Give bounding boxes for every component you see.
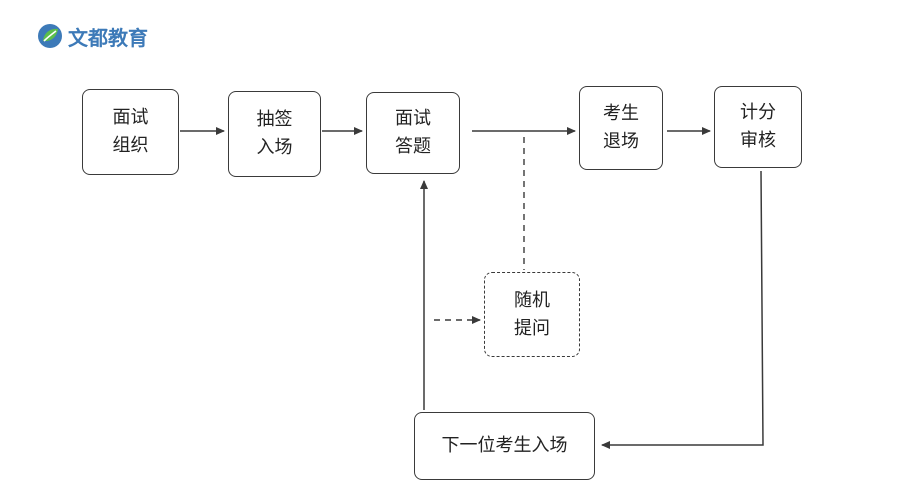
node-jifen-shenhe-label: 计分审核 [739, 102, 776, 151]
node-kaosheng-tuichang: 考生退场 [579, 86, 663, 170]
node-mianshi-zuzhi: 面试组织 [82, 89, 179, 175]
node-mianshi-dati-label: 面试答题 [394, 108, 431, 157]
edge-shenhe-to-xiayiwei [601, 170, 764, 449]
node-xia-yi-wei: 下一位考生入场 [414, 412, 595, 480]
node-jifen-shenhe: 计分审核 [714, 86, 802, 168]
brand-name: 文都教育 [68, 25, 148, 50]
node-chouqian-ruchang-label: 抽签入场 [256, 109, 293, 158]
leaf-logo-icon [38, 24, 62, 48]
brand-logo: 文都教育 [36, 20, 148, 52]
node-mianshi-zuzhi-label: 面试组织 [112, 107, 149, 156]
node-chouqian-ruchang: 抽签入场 [228, 91, 321, 177]
node-suiji-tiwen: 随机提问 [484, 272, 580, 357]
node-kaosheng-tuichang-label: 考生退场 [602, 103, 639, 152]
node-xia-yi-wei-label: 下一位考生入场 [441, 435, 568, 456]
node-mianshi-dati: 面试答题 [366, 92, 460, 174]
node-suiji-tiwen-label: 随机提问 [513, 289, 550, 339]
